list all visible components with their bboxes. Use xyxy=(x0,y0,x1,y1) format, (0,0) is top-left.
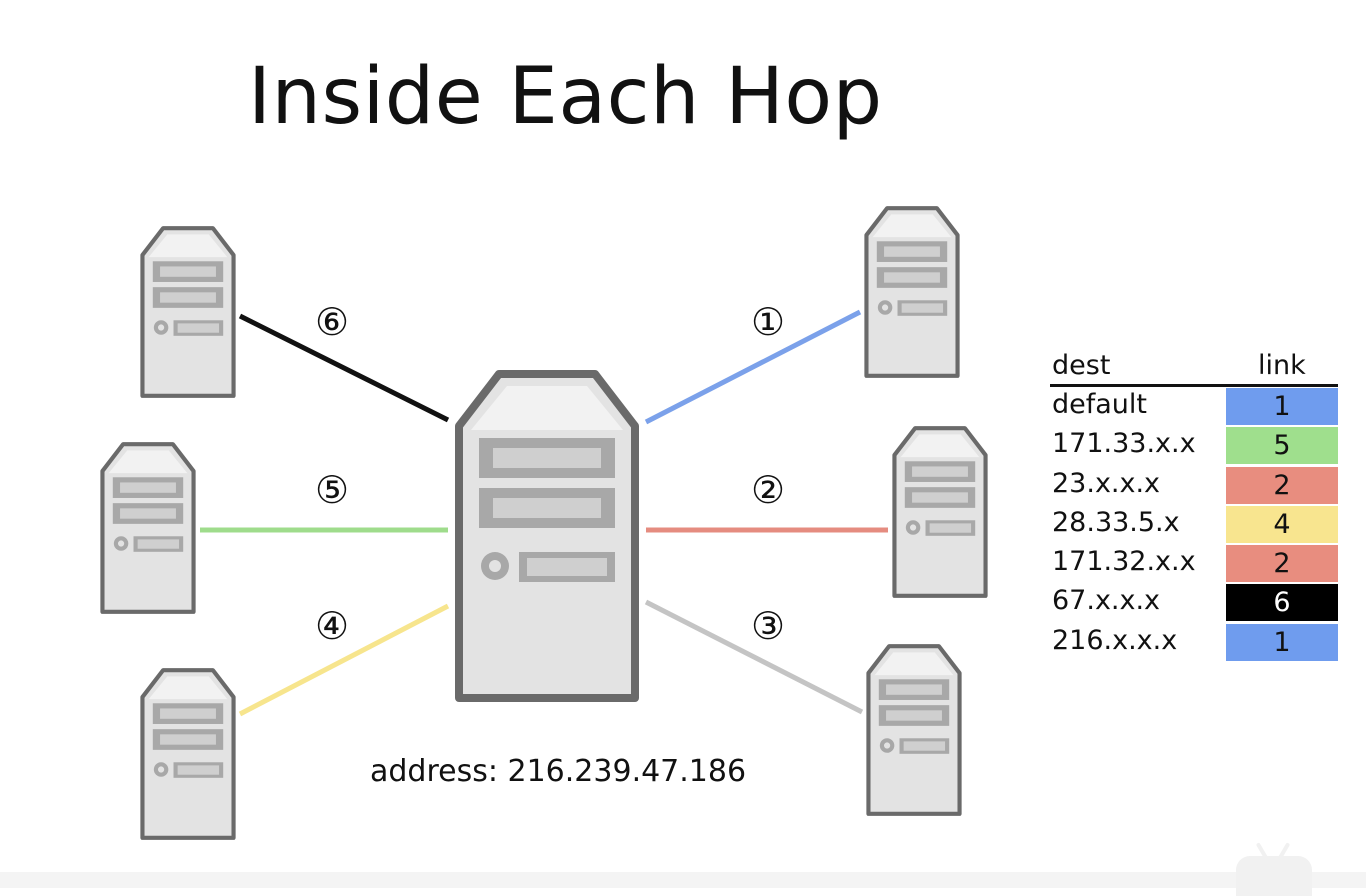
dest-column-header: dest xyxy=(1052,350,1111,381)
link-label-3: ③ xyxy=(750,604,786,648)
routing-table: dest link default 1 171.33.x.x 5 23.x.x.… xyxy=(1050,350,1338,662)
routing-table-header: dest link xyxy=(1050,350,1338,387)
table-row: 171.32.x.x 2 xyxy=(1050,544,1338,583)
row-link: 1 xyxy=(1226,623,1338,661)
link-1-line xyxy=(644,309,862,425)
row-link: 2 xyxy=(1226,466,1338,504)
table-row: 23.x.x.x 2 xyxy=(1050,466,1338,505)
host-server-icon xyxy=(868,646,959,814)
host-server-icon xyxy=(102,444,193,612)
table-row: 28.33.5.x 4 xyxy=(1050,505,1338,544)
link-6-line xyxy=(238,313,450,423)
host-server-icon xyxy=(142,228,233,396)
row-link: 6 xyxy=(1226,584,1338,622)
link-label-5: ⑤ xyxy=(314,468,350,512)
link-column-header: link xyxy=(1258,350,1306,381)
row-dest: 28.33.5.x xyxy=(1052,506,1180,538)
row-dest: 67.x.x.x xyxy=(1052,585,1161,617)
link-label-1: ① xyxy=(750,300,786,344)
host-server-icon xyxy=(866,208,957,376)
row-link: 2 xyxy=(1226,545,1338,583)
router-server-icon xyxy=(459,374,635,698)
link-3-line xyxy=(644,599,864,715)
router-address: address: 216.239.47.186 xyxy=(370,754,747,789)
row-dest: 216.x.x.x xyxy=(1052,624,1178,656)
link-label-6: ⑥ xyxy=(314,300,350,344)
link-4-line xyxy=(238,603,450,717)
host-server-icon xyxy=(142,670,233,838)
row-link: 1 xyxy=(1226,388,1338,425)
row-dest: 23.x.x.x xyxy=(1052,467,1161,499)
row-link: 5 xyxy=(1226,427,1338,465)
routing-table-body: default 1 171.33.x.x 5 23.x.x.x 2 28.33.… xyxy=(1050,387,1338,662)
link-label-2: ② xyxy=(750,468,786,512)
table-row: default 1 xyxy=(1050,387,1338,426)
table-row: 216.x.x.x 1 xyxy=(1050,623,1338,662)
tv-logo-icon xyxy=(1236,856,1312,896)
row-dest: default xyxy=(1052,389,1148,420)
table-row: 67.x.x.x 6 xyxy=(1050,583,1338,622)
row-dest: 171.32.x.x xyxy=(1052,546,1196,578)
row-link: 4 xyxy=(1226,505,1338,543)
slide-title: Inside Each Hop xyxy=(248,52,883,142)
row-dest: 171.33.x.x xyxy=(1052,428,1196,460)
host-server-icon xyxy=(894,428,985,596)
table-row: 171.33.x.x 5 xyxy=(1050,426,1338,465)
link-label-4: ④ xyxy=(314,604,350,648)
player-bottom-strip xyxy=(0,872,1366,888)
